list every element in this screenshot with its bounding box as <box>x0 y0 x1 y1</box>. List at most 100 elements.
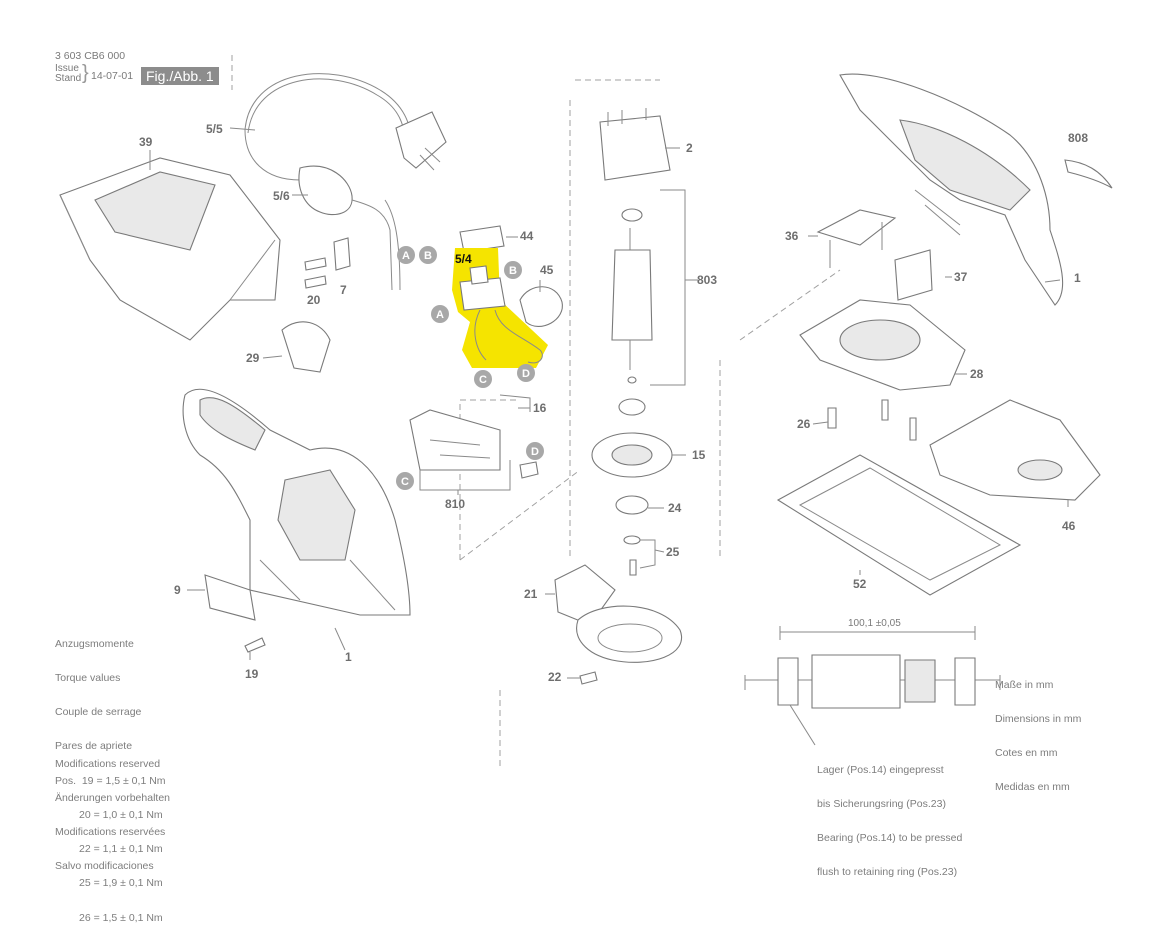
part-7-clamp <box>333 237 351 271</box>
modifications-en: Modifications reserved <box>55 757 161 770</box>
issue-label-de: Stand <box>55 73 82 84</box>
label-part-16: 16 <box>533 401 547 415</box>
label-part-19: 19 <box>245 667 259 681</box>
issue-brace: } <box>82 62 89 84</box>
label-part-2: 2 <box>686 141 693 155</box>
part-52-sanding-sheet <box>776 454 1022 596</box>
svg-text:A: A <box>402 250 410 262</box>
label-part-24: 24 <box>668 501 682 515</box>
document-number: 3 603 CB6 000 <box>55 50 126 62</box>
part-9-window <box>204 574 256 621</box>
label-part-808: 808 <box>1068 131 1088 145</box>
svg-text:B: B <box>509 265 517 277</box>
part-36-bracket <box>816 209 897 246</box>
figure-label: Fig./Abb. 1 <box>141 67 219 85</box>
part-25-screw <box>629 559 637 576</box>
svg-text:C: C <box>479 374 487 386</box>
label-part-28: 28 <box>970 367 984 381</box>
issue-label-en: Issue <box>55 63 79 74</box>
part-24-bearing <box>615 495 649 515</box>
label-part-1-right: 1 <box>1074 271 1081 285</box>
label-part-7: 7 <box>340 283 347 297</box>
screw-19 <box>244 637 266 653</box>
torque-row-19: Pos. 19 = 1,5 ± 0,1 Nm <box>55 774 166 787</box>
modifications-es: Salvo modificaciones <box>55 860 154 873</box>
bearing-note-line-4: flush to retaining ring (Pos.23) <box>817 866 958 879</box>
part-45-switch <box>519 286 563 327</box>
screw-26b <box>881 399 889 421</box>
units-fr: Cotes en mm <box>995 747 1058 760</box>
connector-b-switch: B <box>504 261 522 279</box>
label-part-21: 21 <box>524 587 538 601</box>
connector-a-switch: A <box>431 305 449 323</box>
part-808-label <box>1064 159 1113 189</box>
screw-26c <box>909 417 917 441</box>
bearing-note-line-1: Lager (Pos.14) eingepresst <box>817 763 944 776</box>
torque-row-26: 26 = 1,5 ± 0,1 Nm <box>79 911 163 924</box>
bearing-note-line-3: Bearing (Pos.14) to be pressed <box>817 832 963 845</box>
connector-d-pcb: D <box>526 442 544 460</box>
torque-title-en: Torque values <box>55 672 121 685</box>
part-25-ring <box>623 535 641 545</box>
part-2-field-coil <box>599 115 671 181</box>
label-part-26: 26 <box>797 417 811 431</box>
torque-title-de: Anzugsmomente <box>55 637 134 650</box>
part-5-4-highlighted-switch <box>452 248 548 368</box>
label-part-1-left: 1 <box>345 650 352 664</box>
svg-text:B: B <box>424 250 432 262</box>
part-1-housing-right <box>839 73 1064 306</box>
screw-22 <box>579 671 598 685</box>
part-39-housing-cover <box>59 157 281 341</box>
label-part-52: 52 <box>853 577 867 591</box>
svg-text:D: D <box>522 368 530 380</box>
torque-title-fr: Couple de serrage <box>55 706 142 719</box>
units-legend: Maße in mm Dimensions in mm Cotes en mm … <box>995 657 1081 805</box>
label-part-22: 22 <box>548 670 562 684</box>
units-de: Maße in mm <box>995 678 1054 691</box>
part-29-cap <box>281 321 331 373</box>
part-810-electronics <box>409 394 539 491</box>
part-37-clip <box>894 249 933 301</box>
label-part-803: 803 <box>697 273 717 287</box>
torque-row-20: 20 = 1,0 ± 0,1 Nm <box>79 808 163 821</box>
label-part-29: 29 <box>246 351 260 365</box>
label-part-46: 46 <box>1062 519 1076 533</box>
label-part-39: 39 <box>139 135 153 149</box>
torque-title-es: Pares de apriete <box>55 740 133 753</box>
part-803-armature <box>611 189 686 416</box>
label-part-5-4: 5/4 <box>455 252 472 266</box>
part-46-sanding-pad <box>929 399 1101 501</box>
connector-c-pcb: C <box>396 472 414 490</box>
units-en: Dimensions in mm <box>995 713 1082 726</box>
part-44-capacitor <box>459 225 505 253</box>
screws-20 <box>304 257 327 289</box>
label-part-15: 15 <box>692 448 706 462</box>
part-28-base-plate <box>799 299 966 391</box>
connector-a-left: A <box>397 246 415 264</box>
svg-text:C: C <box>401 476 409 488</box>
part-15-fan <box>591 432 673 478</box>
armature-dimension: 100,1 ±0,05 <box>848 618 901 629</box>
label-part-9: 9 <box>174 583 181 597</box>
label-part-37: 37 <box>954 270 968 284</box>
part-21-fan-cover <box>554 564 683 663</box>
part-1-main-housing <box>182 388 411 616</box>
issue-label: Issue Stand <box>55 64 81 84</box>
units-es: Medidas en mm <box>995 781 1070 794</box>
connector-b-left: B <box>419 246 437 264</box>
armature-detail-drawing <box>744 626 1001 746</box>
screw-26 <box>827 407 837 429</box>
label-part-5-6: 5/6 <box>273 189 290 203</box>
bearing-note: Lager (Pos.14) eingepresst bis Sicherung… <box>817 742 962 890</box>
issue-date: 14-07-01 <box>91 70 134 82</box>
bearing-note-line-2: bis Sicherungsring (Pos.23) <box>817 798 946 811</box>
label-part-20: 20 <box>307 293 321 307</box>
label-part-45: 45 <box>540 263 554 277</box>
modifications-note: Modifications reserved Änderungen vorbeh… <box>55 736 170 884</box>
modifications-de: Änderungen vorbehalten <box>55 792 171 805</box>
svg-text:D: D <box>531 446 539 458</box>
svg-text:A: A <box>436 309 444 321</box>
modifications-fr: Modifications reservées <box>55 826 166 839</box>
connector-d-switch: D <box>517 364 535 382</box>
exploded-view-diagram: 39 5/5 5/6 20 7 29 9 19 1 44 45 5/4 16 8… <box>59 55 1113 770</box>
